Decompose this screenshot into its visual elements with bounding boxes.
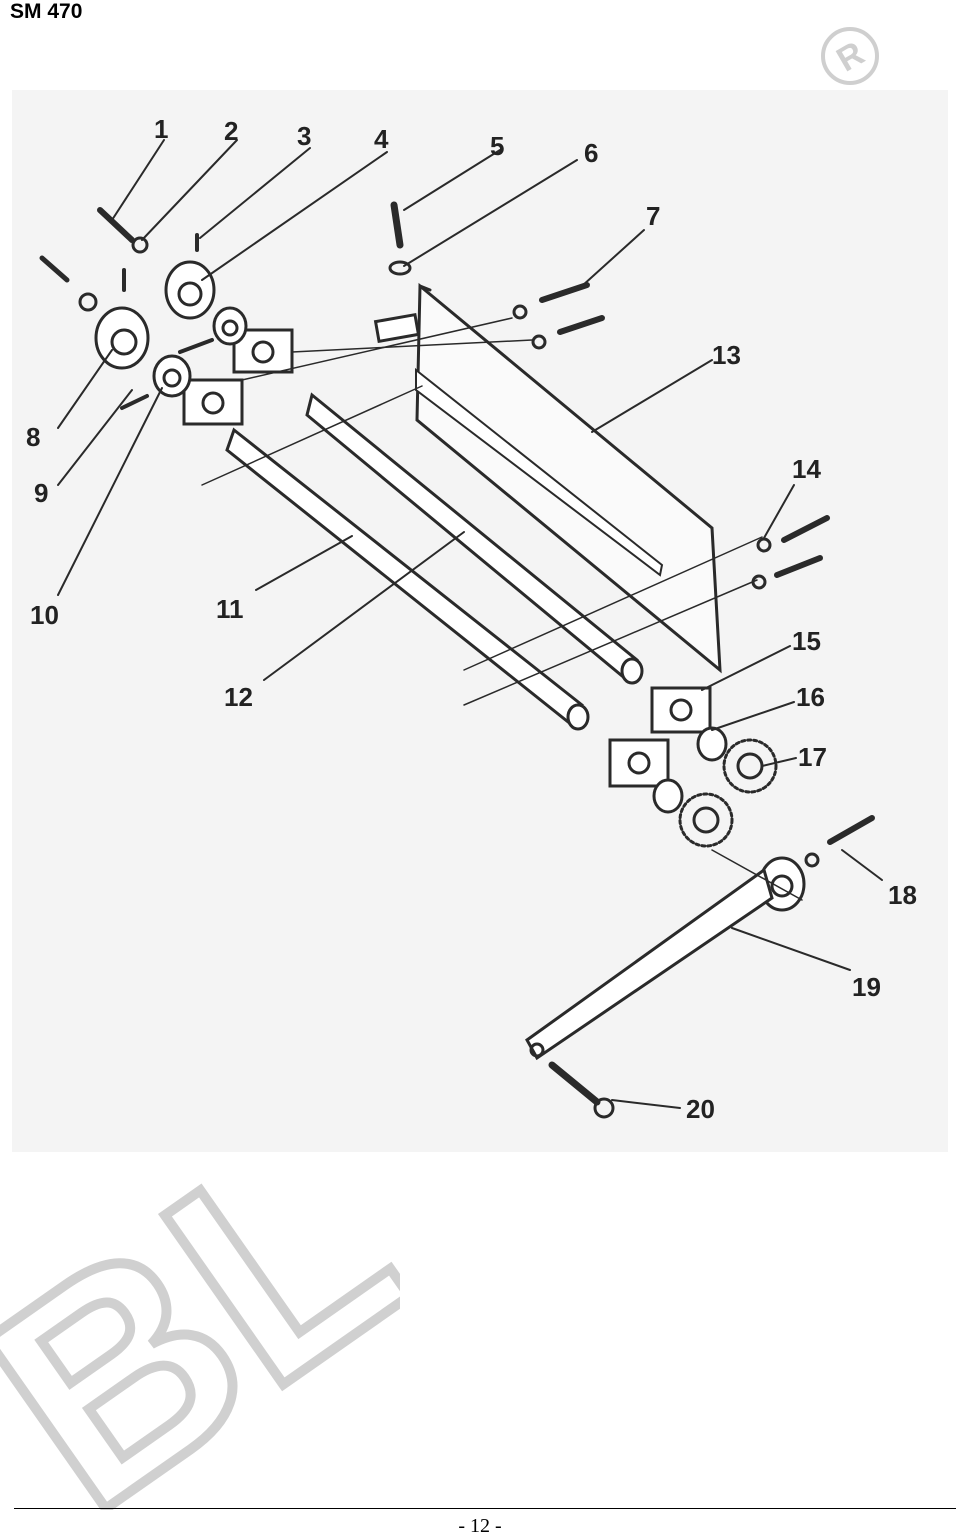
callout-15: 15 [792, 626, 821, 656]
callout-4: 4 [374, 124, 389, 154]
callout-12: 12 [224, 682, 253, 712]
svg-text:BL: BL [0, 1130, 400, 1510]
bearing-block-right-upper [650, 686, 712, 734]
svg-text:R: R [830, 34, 870, 79]
plate-slot [415, 367, 664, 577]
collar-lower [94, 306, 150, 370]
callout-2: 2 [224, 116, 238, 146]
gear-lower [678, 792, 734, 848]
callout-20: 20 [686, 1094, 715, 1124]
bearing-block-left-lower [182, 378, 244, 426]
parts-drawing: 1 2 3 4 5 6 7 8 9 10 11 12 13 14 15 16 1… [26, 114, 917, 1124]
callout-11: 11 [216, 594, 244, 624]
callout-7: 7 [646, 201, 660, 231]
brand-watermark-logo: BL [0, 1130, 400, 1510]
part-callouts: 1 2 3 4 5 6 7 8 9 10 11 12 13 14 15 16 1… [26, 114, 917, 1124]
footer-divider [14, 1508, 956, 1509]
callout-5: 5 [490, 131, 504, 161]
bushing-upper [212, 306, 248, 346]
document-title: SM 470 [10, 0, 83, 23]
exploded-parts-diagram: 1 2 3 4 5 6 7 8 9 10 11 12 13 14 15 16 1… [12, 90, 948, 1152]
callout-6: 6 [584, 138, 598, 168]
callout-9: 9 [34, 478, 48, 508]
callout-14: 14 [792, 454, 821, 484]
registered-trademark-icon: R [821, 27, 879, 85]
bushing-lower [152, 354, 192, 398]
bearing-block-right-lower [608, 738, 670, 788]
collar-upper [164, 260, 216, 320]
callout-16: 16 [796, 682, 825, 712]
callout-13: 13 [712, 340, 741, 370]
gear-upper [722, 738, 778, 794]
callout-1: 1 [154, 114, 168, 144]
callout-3: 3 [297, 121, 311, 151]
callout-17: 17 [798, 742, 827, 772]
bearing-block-left-upper [232, 328, 294, 374]
callout-18: 18 [888, 880, 917, 910]
callout-10: 10 [30, 600, 59, 630]
callout-19: 19 [852, 972, 881, 1002]
page-number: - 12 - [458, 1515, 502, 1537]
crank-handle [525, 867, 774, 1061]
callout-8: 8 [26, 422, 40, 452]
